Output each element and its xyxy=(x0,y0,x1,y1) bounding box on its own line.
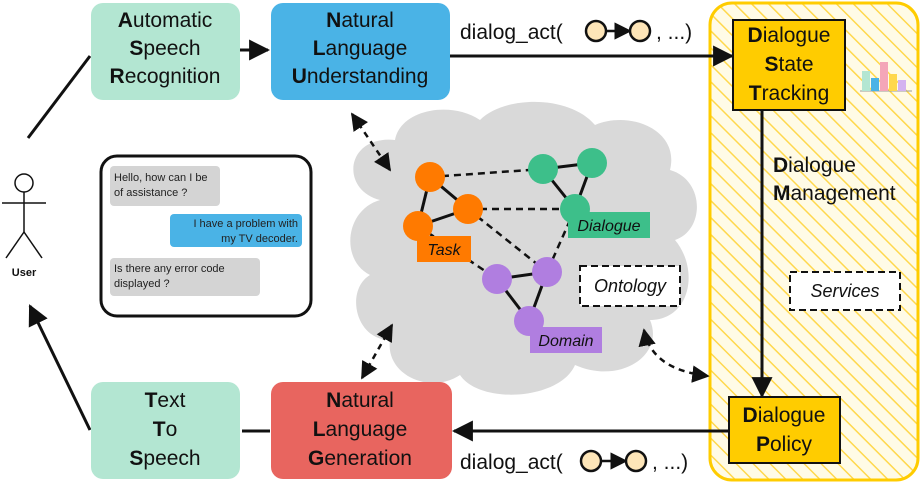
dst-line-3: Tracking xyxy=(749,82,830,105)
flow-arrows xyxy=(26,39,773,442)
policy-module: Dialogue Policy xyxy=(728,396,841,464)
domain-label: Domain xyxy=(538,333,593,350)
chat-msg-3-line-2: displayed ? xyxy=(114,278,170,290)
task-label: Task xyxy=(427,242,461,259)
dialogue-node xyxy=(577,148,607,178)
chat-msg-1-line-1: Hello, how can I be xyxy=(114,172,208,184)
asr-line-3: Recognition xyxy=(110,65,221,88)
edge-task-domain-1 xyxy=(417,224,498,281)
user-icon xyxy=(2,173,46,259)
dm-line-1: Dialogue xyxy=(773,154,856,177)
nlu-line-2: Language xyxy=(313,37,408,60)
belief-state-chart-icon xyxy=(860,62,912,92)
task-node xyxy=(415,162,445,192)
dialog-act-top-prefix: dialog_act( xyxy=(460,21,563,44)
dialog-act-bottom-suffix: , ...) xyxy=(652,451,688,474)
tts-line-1: Text xyxy=(145,389,186,412)
nlg-module: Natural Language Generation xyxy=(271,382,452,479)
task-node xyxy=(403,211,433,241)
policy-line-1: Dialogue xyxy=(743,404,826,427)
dialogue-label-box xyxy=(568,212,650,238)
dialog-act-top: dialog_act( , ...) xyxy=(460,19,692,44)
cloud-shape xyxy=(350,101,697,395)
chat-bubble-bot xyxy=(110,258,260,296)
user-to-asr-line xyxy=(26,55,92,139)
user-head xyxy=(14,173,34,193)
icon-bar xyxy=(880,62,888,91)
asr-line-1: Automatic xyxy=(118,9,213,32)
services-label: Services xyxy=(810,281,879,301)
ontology-label: Ontology xyxy=(594,276,667,296)
ontology-links xyxy=(350,112,710,383)
dm-line-2: Management xyxy=(773,182,896,205)
dm-ontology-link xyxy=(638,328,710,383)
tts-line-2: To xyxy=(153,418,178,441)
tts-box xyxy=(91,382,240,479)
nlu-line-1: Natural xyxy=(326,9,394,32)
dialog-act-bottom: dialog_act( , ...) xyxy=(460,449,688,474)
dst-line-1: Dialogue xyxy=(748,24,831,47)
asr-line-2: Speech xyxy=(129,37,200,60)
domain-label-box xyxy=(530,327,602,353)
nlu-line-3: Understanding xyxy=(292,65,429,88)
act-value-circle xyxy=(628,19,652,43)
user-left-leg xyxy=(5,231,25,259)
act-slot-circle xyxy=(579,449,603,473)
chat-msg-1-line-2: of assistance ? xyxy=(114,187,187,199)
dialogue-node xyxy=(528,154,558,184)
nlg-line-3: Generation xyxy=(308,447,412,470)
dst-line-2: State xyxy=(764,53,813,76)
nlg-box xyxy=(271,382,452,479)
dialog-act-top-suffix: , ...) xyxy=(656,21,692,44)
policy-line-2: Policy xyxy=(756,433,813,456)
tts-module: Text To Speech xyxy=(91,382,240,479)
user-label: User xyxy=(12,267,37,279)
chat-msg-2-line-2: my TV decoder. xyxy=(221,233,298,245)
policy-box xyxy=(728,396,841,464)
task-node xyxy=(453,194,483,224)
dst-box xyxy=(732,19,846,111)
icon-bar xyxy=(871,78,879,91)
tts-to-user-arrow xyxy=(28,304,92,431)
ontology-box xyxy=(579,265,681,307)
dialogue-label: Dialogue xyxy=(577,218,640,235)
edge-task-dialogue-1 xyxy=(429,167,544,179)
domain-node xyxy=(532,257,562,287)
nlu-module: Natural Language Understanding xyxy=(271,3,450,100)
chat-msg-2-line-1: I have a problem with xyxy=(193,218,298,230)
icon-bar xyxy=(862,71,870,91)
ontology-cloud xyxy=(350,101,697,395)
nlu-ontology-link xyxy=(350,112,392,172)
act-value-circle xyxy=(624,449,648,473)
edge-task-domain-2 xyxy=(467,208,548,273)
asr-box xyxy=(91,3,240,100)
dialog-act-bottom-prefix: dialog_act( xyxy=(460,451,563,474)
domain-node xyxy=(482,264,512,294)
nlu-box xyxy=(271,3,450,100)
chat-msg-3-line-1: Is there any error code xyxy=(114,263,225,275)
ontology-graph-nodes xyxy=(403,148,607,336)
icon-bar xyxy=(898,80,906,91)
chat-bubble-bot xyxy=(110,166,220,206)
user-right-leg xyxy=(23,231,43,259)
act-slot-circle xyxy=(584,19,608,43)
services-box xyxy=(789,271,901,311)
chat-window: Hello, how can I be of assistance ? I ha… xyxy=(99,154,313,318)
nlg-line-1: Natural xyxy=(326,389,394,412)
task-label-box xyxy=(417,236,471,262)
asr-module: Automatic Speech Recognition xyxy=(91,3,240,100)
tts-line-3: Speech xyxy=(129,447,200,470)
nlg-line-2: Language xyxy=(313,418,408,441)
icon-bar xyxy=(889,74,897,91)
dst-module: Dialogue State Tracking xyxy=(732,19,846,111)
chat-bubble-user xyxy=(170,214,302,247)
